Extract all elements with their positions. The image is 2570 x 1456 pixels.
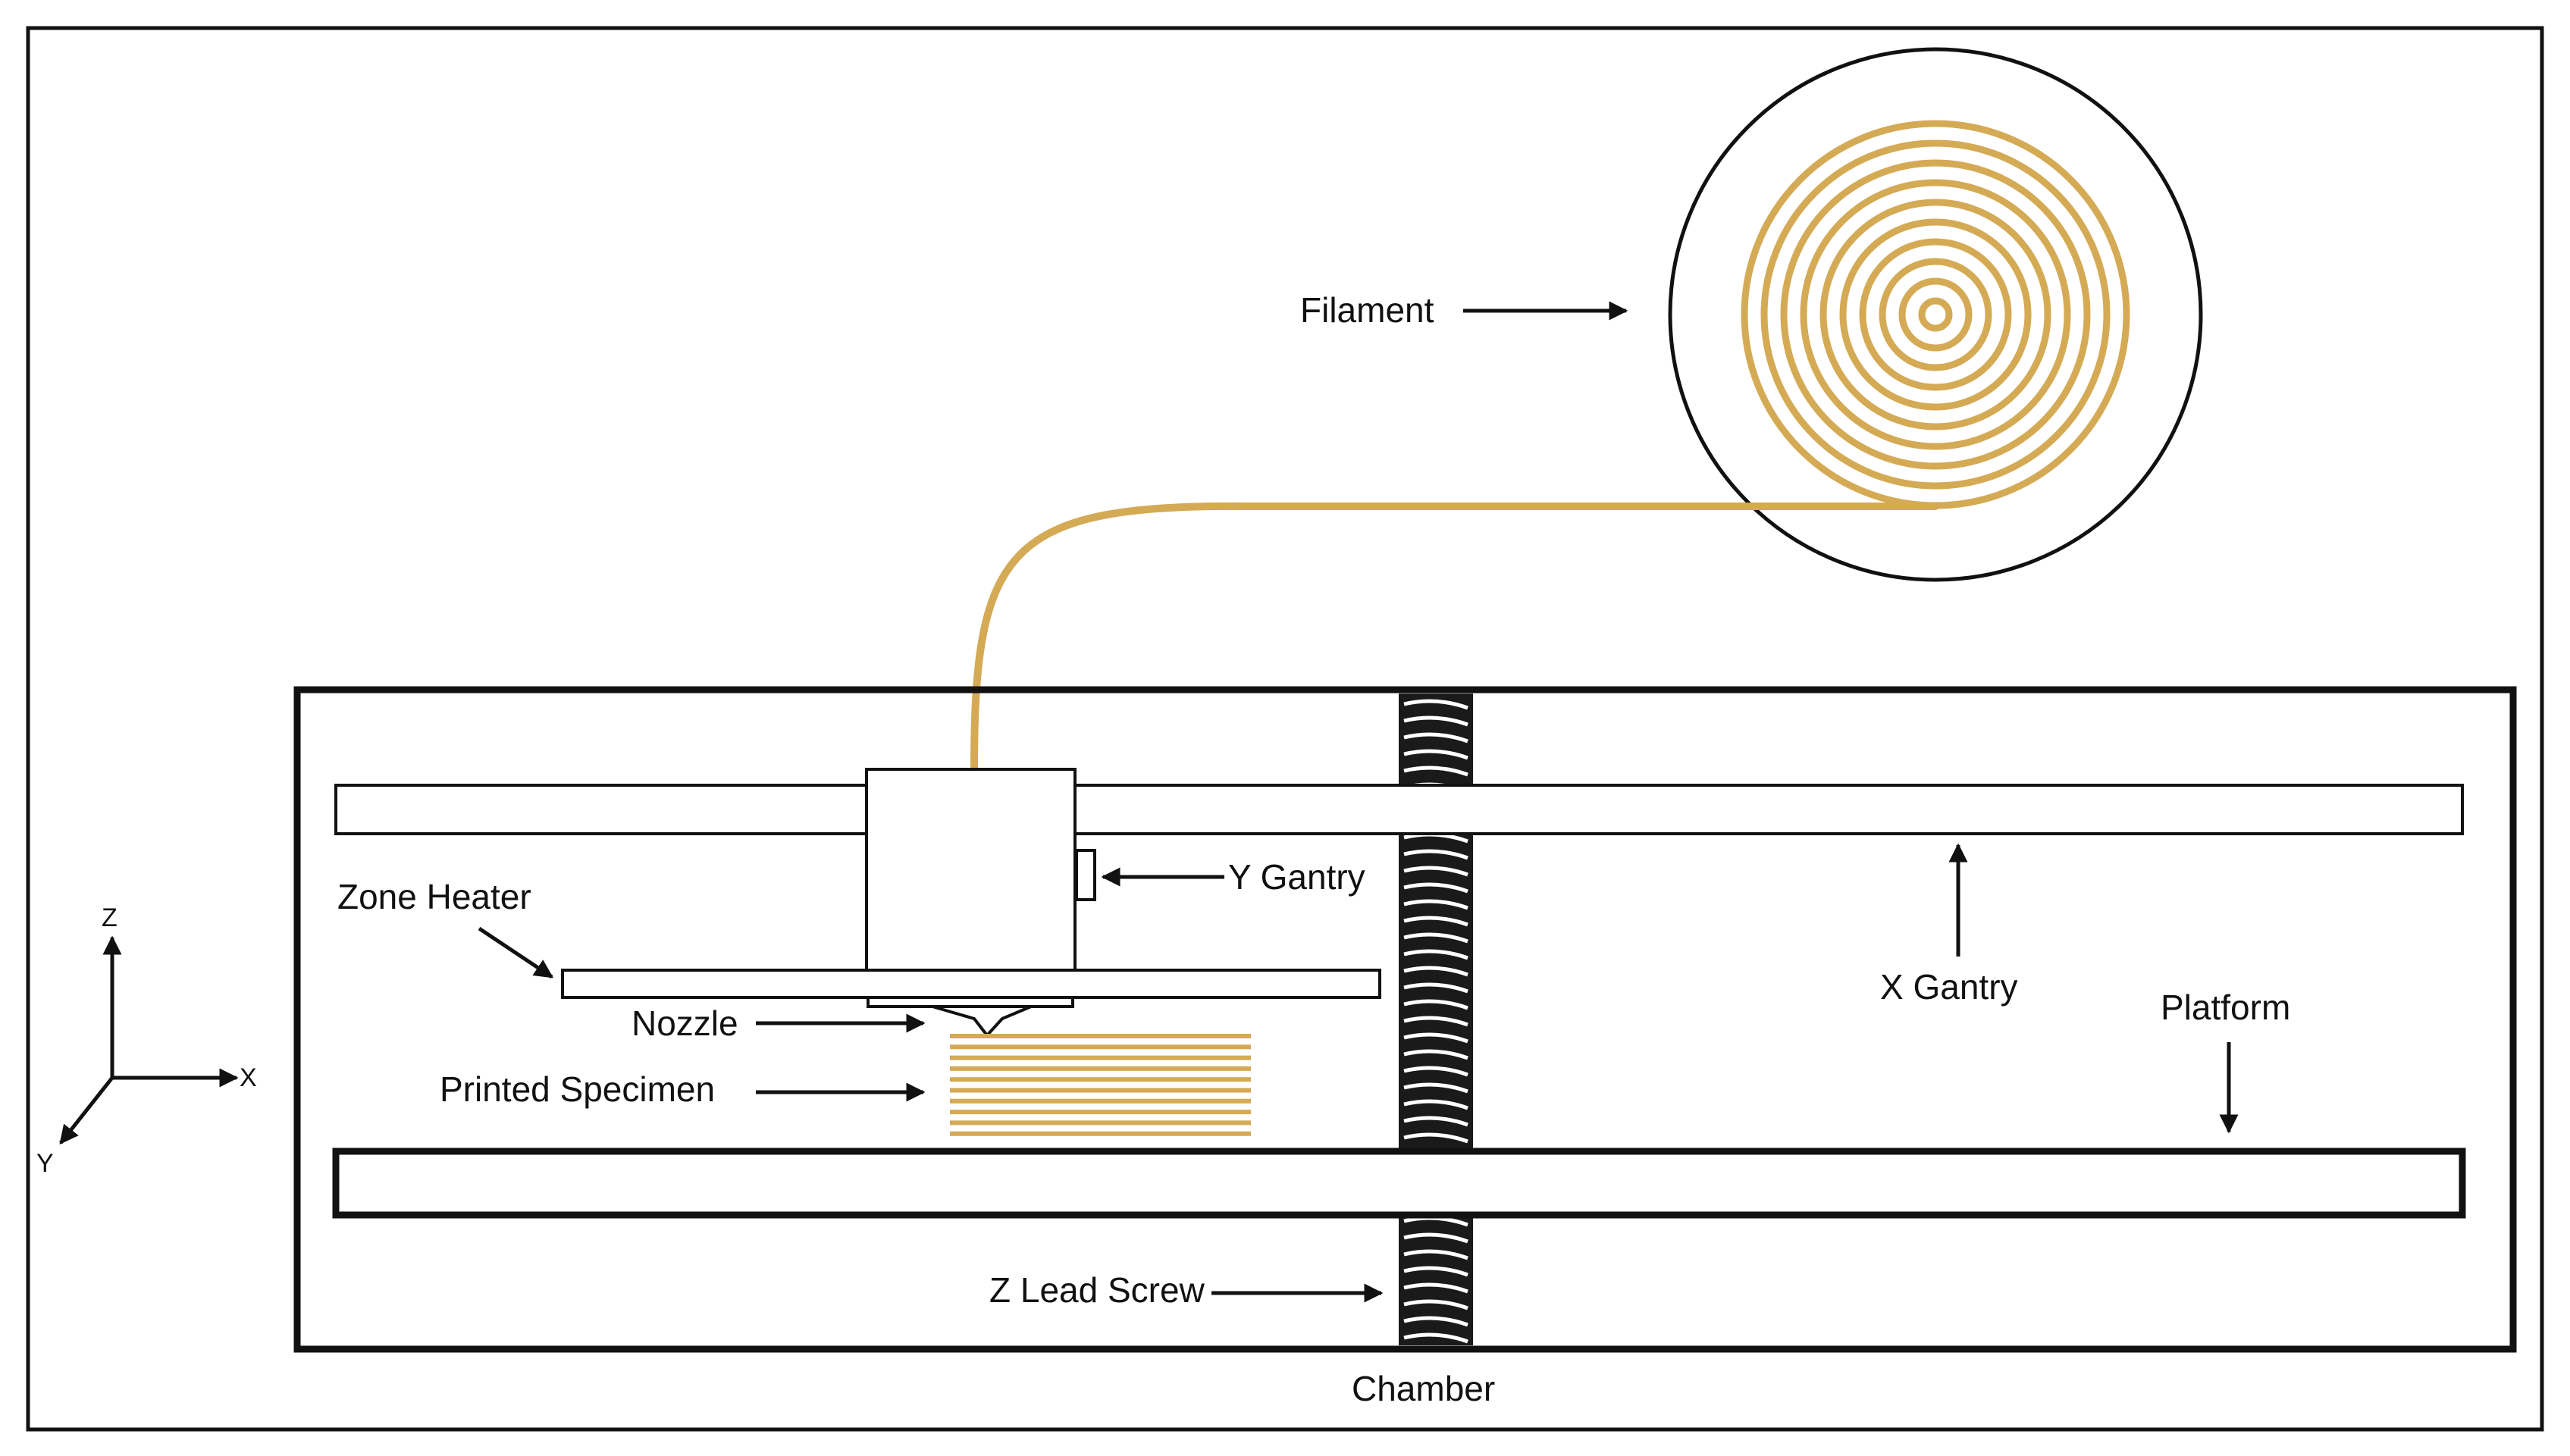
axis-indicator: Z X Y: [36, 903, 257, 1178]
y-gantry-block: [1075, 849, 1096, 901]
spool-outline: [1668, 47, 2203, 582]
filament-label: Filament: [1300, 290, 1434, 330]
x-axis-label: X: [240, 1063, 257, 1092]
filament-coil: [1741, 120, 2130, 509]
y-axis-label: Y: [36, 1149, 54, 1178]
nozzle: [867, 996, 1074, 1037]
z-lead-screw-label: Z Lead Screw: [989, 1270, 1205, 1310]
platform-label: Platform: [2161, 988, 2290, 1027]
platform-plate: [332, 1148, 2466, 1219]
printed-specimen: [950, 1034, 1251, 1136]
zone-heater-label: Zone Heater: [337, 877, 531, 916]
outer-frame: [26, 26, 2544, 1432]
chamber-label: Chamber: [1352, 1369, 1495, 1408]
x-gantry-rail: [334, 784, 2464, 835]
zone-heater-arrow: [478, 926, 554, 979]
y-axis-line: [59, 1076, 114, 1144]
z-axis-label: Z: [102, 903, 118, 932]
filament-spool: [1668, 47, 2203, 582]
y-gantry-label: Y Gantry: [1228, 857, 1365, 897]
filament-strand: [970, 502, 1939, 773]
nozzle-label: Nozzle: [632, 1004, 738, 1043]
zone-heater-plate: [561, 969, 1381, 999]
chamber-box: [293, 686, 2517, 1353]
print-head: [865, 768, 1077, 972]
printed-specimen-label: Printed Specimen: [440, 1069, 715, 1109]
x-gantry-label: X Gantry: [1880, 967, 2018, 1007]
